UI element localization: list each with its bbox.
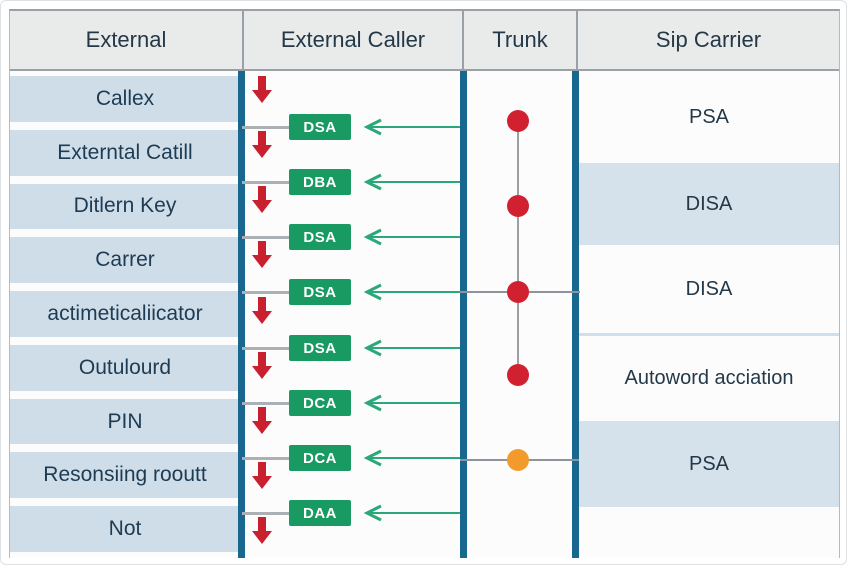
caller-row: DSA <box>242 334 460 362</box>
diagram-body: Callex Externtal Catill Ditlern Key Carr… <box>10 71 839 558</box>
connector-line <box>242 126 290 129</box>
connector-line <box>242 512 290 515</box>
red-down-arrow-icon <box>251 297 272 324</box>
green-left-arrow-icon <box>363 339 460 357</box>
trunk-dot-orange <box>507 449 529 471</box>
green-left-arrow-icon <box>363 118 460 136</box>
red-down-arrow-icon <box>251 517 272 544</box>
external-row: Not <box>10 506 240 553</box>
header-sip-carrier: Sip Carrier <box>576 11 839 69</box>
green-left-arrow-icon <box>363 228 460 246</box>
sip-carrier-column: PSA DISA DISA Autoword acciation PSA <box>579 71 839 558</box>
external-row: Carrer <box>10 237 240 284</box>
badge: DSA <box>289 224 351 250</box>
trunk-dot-red <box>507 364 529 386</box>
badge: DSA <box>289 114 351 140</box>
caller-row: DCA <box>242 389 460 417</box>
connector-line <box>242 236 290 239</box>
caller-row: DSA <box>242 278 460 306</box>
red-down-arrow-icon <box>251 76 272 103</box>
badge: DAA <box>289 500 351 526</box>
external-row: actimeticaliicator <box>10 291 240 337</box>
external-row: Ditlern Key <box>10 183 240 230</box>
red-down-arrow-icon <box>251 241 272 268</box>
header-external-caller: External Caller <box>242 11 462 69</box>
green-left-arrow-icon <box>363 173 460 191</box>
red-down-arrow-icon <box>251 407 272 434</box>
sip-section <box>579 507 839 558</box>
header-row: External External Caller Trunk Sip Carri… <box>10 11 839 71</box>
caller-row: DBA <box>242 168 460 196</box>
red-down-arrow-icon <box>251 131 272 158</box>
badge: DCA <box>289 390 351 416</box>
external-row: Resonsiing rooutt <box>10 452 240 499</box>
green-left-arrow-icon <box>363 449 460 467</box>
external-row: Callex <box>10 76 240 122</box>
separator-bar <box>572 71 579 558</box>
badge: DCA <box>289 445 351 471</box>
diagram-table: External External Caller Trunk Sip Carri… <box>9 9 840 558</box>
trunk-vertical-line <box>517 121 519 375</box>
sip-section: PSA <box>579 421 839 507</box>
external-row: PIN <box>10 398 240 445</box>
green-left-arrow-icon <box>363 504 460 522</box>
sip-section: Autoword acciation <box>624 367 794 389</box>
header-trunk: Trunk <box>462 11 576 69</box>
external-row: Externtal Catill <box>10 129 240 176</box>
green-left-arrow-icon <box>363 283 460 301</box>
trunk-dot-red <box>507 110 529 132</box>
caller-row: DAA <box>242 499 460 527</box>
connector-line <box>242 347 290 350</box>
connector-line <box>242 402 290 405</box>
external-row: Outulourd <box>10 344 240 391</box>
header-external: External <box>85 27 167 52</box>
caller-row: DSA <box>242 113 460 141</box>
external-column: Callex Externtal Catill Ditlern Key Carr… <box>10 71 240 558</box>
connector-line <box>242 457 290 460</box>
red-down-arrow-icon <box>251 352 272 379</box>
sip-section: DISA <box>685 277 733 300</box>
badge: DSA <box>289 335 351 361</box>
red-down-arrow-icon <box>251 186 272 213</box>
green-left-arrow-icon <box>363 394 460 412</box>
sip-section: DISA <box>579 163 839 245</box>
caller-row: DSA <box>242 223 460 251</box>
caller-row: DCA <box>242 444 460 472</box>
trunk-dot-red <box>507 281 529 303</box>
badge: DBA <box>289 169 351 195</box>
sip-section-divider <box>579 333 839 336</box>
trunk-dot-red <box>507 195 529 217</box>
separator-bar <box>460 71 467 558</box>
red-down-arrow-icon <box>251 462 272 489</box>
connector-line <box>242 181 290 184</box>
connector-line <box>242 291 290 294</box>
separator-bar <box>238 71 245 558</box>
sip-section: PSA <box>688 105 730 128</box>
badge: DSA <box>289 279 351 305</box>
